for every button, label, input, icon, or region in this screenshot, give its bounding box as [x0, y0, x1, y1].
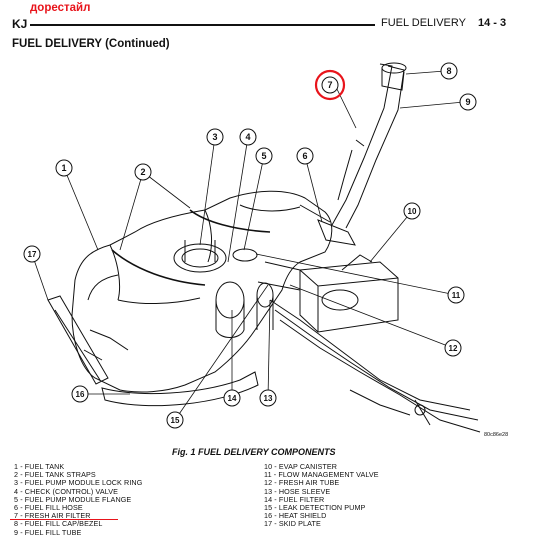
legend-item: 6 - FUEL FILL HOSE: [14, 503, 83, 513]
section-code: KJ: [12, 17, 28, 31]
svg-text:9: 9: [465, 97, 470, 107]
legend-item: 7 - FRESH AIR FILTER: [14, 511, 91, 521]
callout-4: 4: [239, 128, 257, 146]
fuel-fill-tube: [299, 62, 407, 246]
header-rule: [30, 24, 375, 26]
svg-text:4: 4: [245, 132, 250, 142]
legend-item: 11 - FLOW MANAGEMENT VALVE: [264, 470, 379, 480]
legend-item: 12 - FRESH AIR TUBE: [264, 478, 340, 488]
callout-7: 7: [321, 76, 339, 94]
svg-text:13: 13: [264, 394, 273, 403]
leader-lines: [31, 70, 465, 421]
legend-item: 1 - FUEL TANK: [14, 462, 65, 471]
legend-item: 3 - FUEL PUMP MODULE LOCK RING: [14, 478, 143, 488]
heat-shield: [101, 371, 259, 407]
svg-text:16: 16: [76, 390, 85, 399]
legend-item: 10 - EVAP CANISTER: [264, 462, 338, 471]
figure-code: 80c86e28: [484, 432, 508, 438]
legend-item: 17 - SKID PLATE: [264, 519, 321, 529]
callout-8: 8: [440, 62, 458, 80]
svg-text:11: 11: [452, 291, 461, 300]
legend-item: 8 - FUEL FILL CAP/BEZEL: [14, 519, 103, 529]
page-subtitle: FUEL DELIVERY (Continued): [12, 38, 170, 50]
callout-15: 15: [166, 411, 184, 429]
legend-item: 14 - FUEL FILTER: [264, 494, 325, 504]
callout-11: 11: [447, 286, 465, 304]
legend-item: 16 - HEAT SHIELD: [264, 511, 327, 521]
svg-text:15: 15: [171, 416, 180, 425]
skid-plate: [47, 295, 109, 385]
page-number: 14 - 3: [478, 17, 507, 29]
callout-1: 1: [55, 159, 73, 177]
callout-16: 16: [71, 385, 89, 403]
legend-item: 15 - LEAK DETECTION PUMP: [264, 503, 366, 513]
callout-9: 9: [459, 93, 477, 111]
evap-canister: [257, 254, 481, 433]
svg-text:14: 14: [228, 394, 237, 403]
svg-text:6: 6: [302, 151, 307, 161]
callout-12: 12: [444, 339, 462, 357]
svg-text:10: 10: [408, 207, 417, 216]
legend-item: 5 - FUEL PUMP MODULE FLANGE: [14, 494, 132, 504]
overlay-label: дорестайл: [30, 2, 91, 14]
callout-10: 10: [403, 202, 421, 220]
svg-text:7: 7: [327, 80, 332, 90]
callout-13: 13: [259, 389, 277, 407]
callout-14: 14: [223, 389, 241, 407]
callout-5: 5: [255, 147, 273, 165]
svg-text:12: 12: [449, 344, 458, 353]
legend-item: 4 - CHECK (CONTROL) VALVE: [14, 486, 119, 496]
fuel-tank-straps: [111, 209, 271, 286]
fuel-tank: [71, 190, 333, 393]
svg-text:17: 17: [28, 250, 37, 259]
highlight-underline: [10, 519, 118, 520]
highlight-circle: [314, 69, 346, 101]
legend-item: 13 - HOSE SLEEVE: [264, 486, 331, 496]
callout-6: 6: [296, 147, 314, 165]
fuel-filter: [215, 281, 274, 338]
svg-text:2: 2: [140, 167, 145, 177]
svg-text:5: 5: [261, 151, 266, 161]
svg-text:1: 1: [61, 163, 66, 173]
svg-text:3: 3: [212, 132, 217, 142]
callout-17: 17: [23, 245, 41, 263]
svg-text:8: 8: [446, 66, 451, 76]
legend-item: 2 - FUEL TANK STRAPS: [14, 470, 96, 480]
callout-2: 2: [134, 163, 152, 181]
figure-caption: Fig. 1 FUEL DELIVERY COMPONENTS: [172, 447, 336, 457]
header-title: FUEL DELIVERY: [381, 17, 466, 29]
callout-3: 3: [206, 128, 224, 146]
legend-item: 9 - FUEL FILL TUBE: [14, 527, 82, 537]
